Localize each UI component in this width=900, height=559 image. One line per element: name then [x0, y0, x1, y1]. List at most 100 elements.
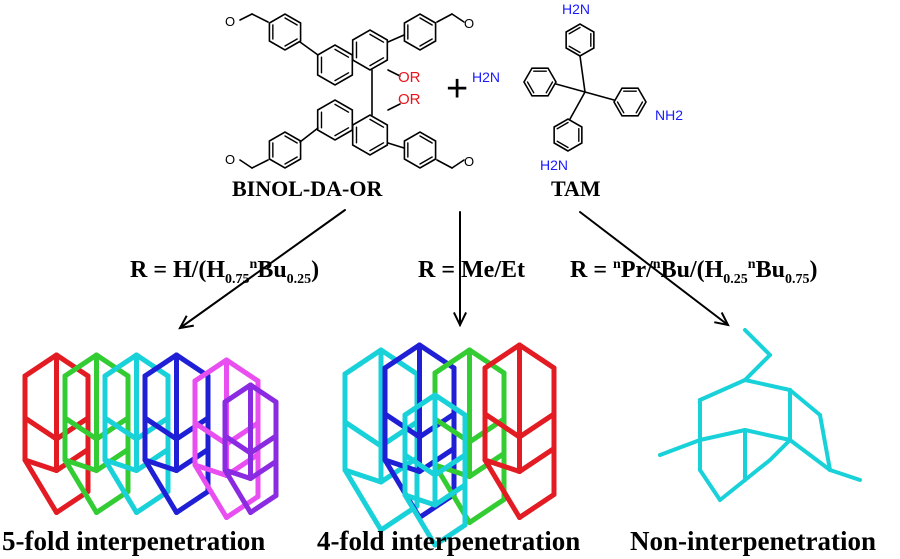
network-structures	[22, 328, 862, 548]
tam-ring-top	[565, 23, 595, 57]
double-bond	[369, 57, 385, 67]
net-edge	[192, 420, 229, 447]
net-edge	[818, 413, 832, 472]
net-edge	[248, 493, 279, 515]
net-edge	[768, 438, 792, 462]
bond	[299, 127, 319, 143]
net-edge	[743, 353, 772, 382]
net-edge	[482, 457, 522, 474]
amine-bottom: H2N	[540, 157, 568, 173]
condition-middle: R = Me/Et	[418, 257, 525, 283]
double-bond	[526, 81, 535, 94]
net-edge	[248, 382, 279, 405]
net-edge	[467, 497, 507, 525]
net-edge	[482, 342, 522, 371]
net-edge	[482, 411, 522, 440]
net-4fold-cyan-lower	[402, 392, 468, 548]
naphthalene-upper-right	[351, 29, 389, 71]
bond	[436, 13, 453, 23]
or-group-lower: OR	[398, 91, 421, 108]
double-bond	[334, 48, 350, 58]
net-edge	[432, 522, 468, 548]
aldehyde-oxygen: O	[464, 154, 474, 169]
naphthalene-lower-left	[316, 99, 354, 141]
net-edge	[54, 352, 91, 379]
net-edge	[192, 462, 229, 520]
bond	[569, 91, 586, 120]
net-edge	[54, 489, 91, 515]
double-bond	[284, 38, 298, 47]
net-edge	[378, 347, 420, 377]
net-edge	[142, 457, 179, 473]
tam-ring-bottom	[553, 118, 583, 152]
net-edge	[402, 492, 438, 548]
net-edge	[222, 433, 253, 456]
aryl-ring-top-right	[403, 13, 437, 51]
net-edge	[134, 352, 171, 379]
net-5fold-blue	[142, 352, 211, 515]
double-bond	[284, 17, 298, 26]
double-bond	[284, 156, 298, 165]
net-edge	[102, 352, 139, 379]
net-edge	[517, 446, 557, 474]
net-edge	[142, 415, 179, 442]
net-edge	[22, 352, 59, 379]
net-edge	[102, 457, 139, 473]
net-edge	[698, 428, 747, 442]
caption-5-fold: 5-fold interpenetration	[2, 526, 266, 556]
net-edge	[342, 467, 384, 485]
net-edge	[54, 415, 91, 442]
bond	[387, 142, 405, 149]
bond	[299, 41, 319, 56]
net-edge	[342, 347, 384, 377]
net-edge	[743, 428, 792, 442]
net-edge	[467, 347, 507, 376]
bond	[239, 13, 253, 21]
net-edge	[517, 342, 557, 371]
net-edge	[342, 467, 384, 533]
net-edge	[174, 415, 211, 442]
net-edge	[788, 388, 822, 417]
tam-ring-right	[613, 87, 647, 117]
net-single-cyan	[658, 328, 862, 502]
net-edge	[174, 352, 211, 379]
net-edge	[342, 419, 384, 449]
tam-label: TAM	[551, 176, 601, 201]
net-edge	[22, 457, 59, 515]
net-edge	[22, 415, 59, 442]
arrow-right	[579, 211, 729, 326]
reaction-arrows	[178, 209, 730, 330]
net-edge	[192, 462, 229, 478]
or-group-upper: OR	[398, 69, 421, 86]
net-edge	[142, 457, 179, 515]
net-edge	[94, 415, 131, 442]
arrow-left	[179, 209, 346, 329]
double-bond	[556, 121, 569, 130]
net-edge	[222, 467, 253, 481]
net-edge	[402, 492, 438, 508]
double-bond	[419, 38, 433, 47]
double-bond	[284, 135, 298, 144]
double-bond	[568, 26, 581, 35]
net-edge	[482, 457, 522, 520]
aldehyde-oxygen: O	[225, 14, 235, 29]
net-edge	[94, 489, 131, 515]
net-edge	[102, 457, 139, 515]
bond	[387, 103, 401, 111]
net-edge	[432, 347, 472, 376]
net-edge	[402, 392, 438, 418]
net-edge	[174, 489, 211, 515]
tam-ring-left	[523, 67, 557, 97]
bond	[251, 13, 269, 23]
net-edge	[432, 452, 468, 478]
net-edge	[378, 503, 420, 533]
net-edge	[62, 457, 99, 515]
net-edge	[432, 392, 468, 418]
net-edge	[658, 438, 702, 457]
net-edge	[248, 459, 279, 481]
amine-right: NH2	[655, 107, 683, 123]
bond	[239, 159, 253, 169]
aryl-ring-top-left	[268, 13, 302, 51]
double-bond	[334, 103, 350, 113]
